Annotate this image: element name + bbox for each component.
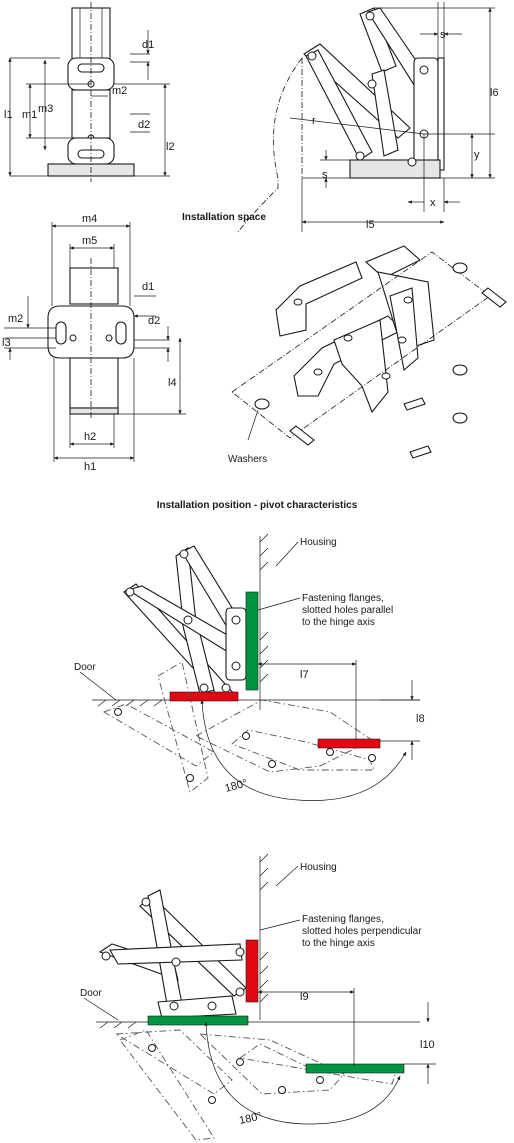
dim-h2: h2: [84, 431, 96, 443]
dim-m4: m4: [82, 213, 97, 225]
angle-180-2: 180°: [238, 1110, 263, 1126]
flange-red-horizontal-1-rotated: [317, 738, 381, 749]
dim-x: x: [430, 197, 436, 209]
washers-label: Washers: [228, 454, 267, 465]
dim-d1-top: d1: [142, 281, 154, 293]
front-view-upper: d1 m2 l1 m1 m3 d2 l2: [4, 2, 175, 182]
housing-label-1: Housing: [300, 537, 337, 548]
top-view-lower: m4 m5 d1 d2 m2 l3 l4 h2 h1: [2, 213, 186, 473]
dim-m1: m1: [22, 109, 37, 121]
dim-l9: l9: [300, 991, 309, 1003]
dim-l1: l1: [4, 109, 13, 121]
dim-l2: l2: [166, 141, 175, 153]
dim-l10: l10: [420, 1039, 435, 1051]
dim-d2-top: d2: [148, 315, 160, 327]
dim-m5: m5: [82, 235, 97, 247]
dim-l4: l4: [168, 377, 177, 389]
dim-d2: d2: [138, 119, 150, 131]
dim-l3: l3: [2, 337, 11, 349]
flange-green-vertical-1: [245, 591, 259, 691]
dim-l8: l8: [416, 713, 425, 725]
flange-red-horizontal-1: [169, 691, 239, 702]
section-heading: Installation position - pivot characteri…: [157, 500, 358, 511]
dim-m2: m2: [112, 85, 127, 97]
fastening-flanges-perpendicular-label: Fastening flanges, slotted holes perpend…: [302, 914, 424, 949]
dim-m3: m3: [38, 103, 53, 115]
fastening-flanges-parallel-label: Fastening flanges, slotted holes paralle…: [302, 593, 396, 628]
dim-r: r: [312, 115, 316, 127]
installation-diagram-perpendicular: Housing Fastening flanges, slotted holes…: [80, 853, 436, 1141]
door-label-2: Door: [80, 988, 102, 999]
flange-red-vertical-2: [245, 939, 259, 1003]
dim-h1: h1: [84, 461, 96, 473]
dim-l6: l6: [490, 87, 499, 99]
dim-s-bottom: s: [322, 169, 328, 181]
flange-green-horizontal-2-rotated: [305, 1063, 405, 1074]
door-label-1: Door: [74, 662, 96, 673]
dim-l7: l7: [300, 669, 309, 681]
angle-180-1: 180°: [224, 777, 249, 794]
flange-green-horizontal-2: [147, 1015, 249, 1026]
housing-label-2: Housing: [300, 862, 337, 873]
installation-diagram-parallel: Housing Fastening flanges, slotted holes…: [74, 533, 425, 801]
dim-d1: d1: [142, 39, 154, 51]
dim-y: y: [474, 149, 480, 161]
installation-space-label: Installation space: [182, 212, 266, 223]
side-view: s l6 r y s x l5 Installation space: [182, 2, 499, 233]
dim-m2-top: m2: [8, 313, 23, 325]
dim-s-top: s: [440, 29, 446, 41]
dim-l5: l5: [366, 219, 375, 231]
isometric-view: Washers: [228, 245, 507, 465]
